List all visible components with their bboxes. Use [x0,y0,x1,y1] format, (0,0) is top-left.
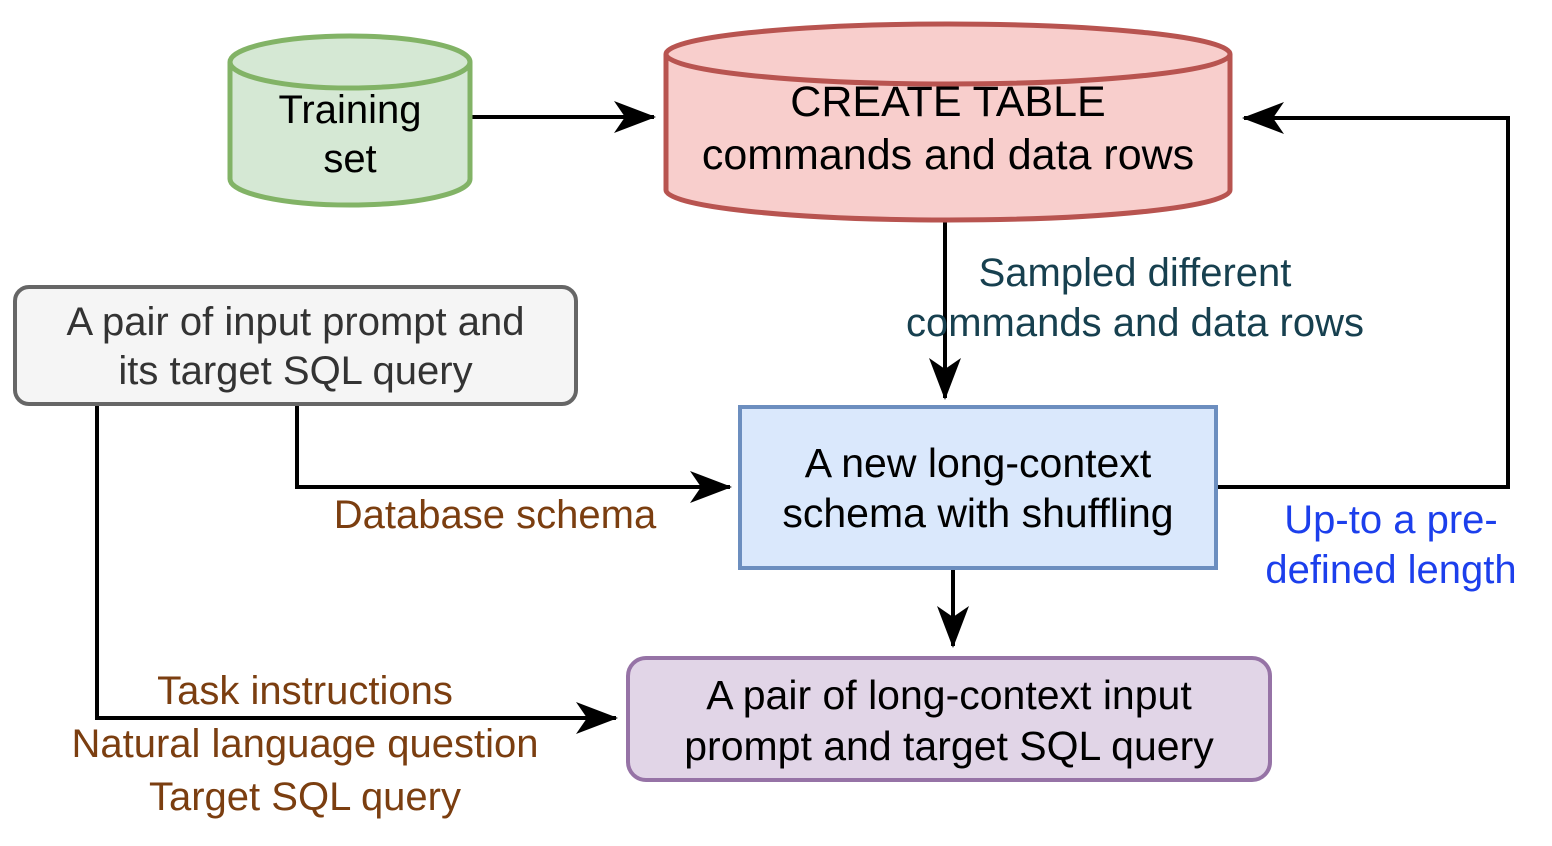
database-schema-edge-label: Database schema [333,493,657,537]
task-instructions-edge-label: Task instructions Natural language quest… [71,669,539,819]
output-pair-label: A pair of long-context input prompt and … [684,672,1214,769]
arrow-input-pair-to-schema [295,404,732,503]
upto-length-edge-label: Up-to a pre- defined length [1265,498,1517,592]
schema-box-label: A new long-context schema with shuffling [782,440,1174,536]
input-pair-label: A pair of input prompt and its target SQ… [66,300,525,393]
arrow-input-pair-to-output-pair [95,404,618,734]
create-table-label: CREATE TABLE commands and data rows [701,78,1195,179]
training-set-label: Training set [278,88,422,181]
sampled-edge-label: Sampled different commands and data rows [905,251,1364,345]
training-set-cylinder [227,33,473,208]
arrow-schema-loop-to-create-table [1218,102,1510,489]
input-pair-box [13,285,578,406]
create-table-cylinder [663,21,1233,223]
schema-box [738,405,1218,570]
output-pair-box [626,656,1272,782]
